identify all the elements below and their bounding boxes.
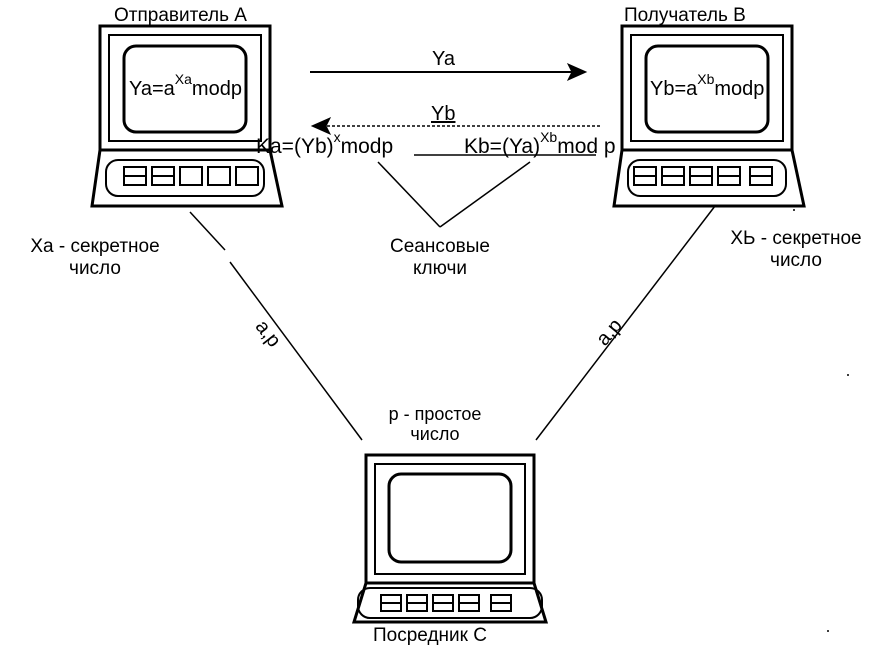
- sender-formula-tail: modp: [191, 78, 242, 100]
- receiver-secret-line1: ХЬ - секретное: [730, 228, 862, 249]
- ka-exp: x: [333, 129, 341, 145]
- session-keys-line2: ключи: [413, 258, 467, 279]
- receiver-formula-exp: Xb: [697, 71, 715, 87]
- sender-formula-base: Ya=a: [129, 78, 175, 100]
- scan-specks: [793, 209, 849, 632]
- sender-secret-line1: Ха - секретное: [30, 236, 160, 257]
- sender-keyboard-keys: [123, 166, 259, 186]
- mediator-title: Посредник С: [373, 625, 487, 646]
- kb-tail: mod p: [557, 135, 616, 158]
- ka-tail: modp: [340, 135, 394, 158]
- link-b-to-mediator: [535, 205, 716, 441]
- receiver-screen-formula: Yb=aXbmodp: [650, 71, 765, 102]
- receiver-computer: [612, 24, 806, 208]
- sender-secret-caption: Ха - секретное число: [20, 236, 170, 280]
- session-keys-caption: Сеансовые ключи: [380, 236, 500, 280]
- kb-formula: Kb=(Ya)Xbmod p: [464, 129, 616, 160]
- sender-formula-exp: Xa: [174, 71, 192, 87]
- sender-secret-line2: число: [69, 258, 121, 279]
- kb-base: Kb=(Ya): [464, 135, 541, 158]
- receiver-secret-caption: ХЬ - секретное число: [714, 228, 878, 272]
- arrow-yb-to-a: [310, 116, 600, 136]
- forward-arrow-label: Ya: [432, 48, 455, 70]
- prime-line1: р - простое: [388, 404, 482, 424]
- link-a-to-mediator: [189, 211, 363, 441]
- receiver-secret-line2: число: [770, 250, 822, 271]
- arrow-ya-to-b: [310, 62, 588, 82]
- sender-computer: [90, 24, 284, 208]
- kb-exp: Xb: [540, 129, 558, 145]
- ka-formula: Ka=(Yb)xmodp: [256, 129, 394, 160]
- session-keys-line1: Сеансовые: [390, 236, 490, 257]
- prime-caption: р - простое число: [375, 404, 495, 444]
- prime-line2: число: [410, 424, 460, 444]
- receiver-title: Получатель В: [624, 5, 746, 26]
- ka-base: Ka=(Yb): [256, 135, 334, 158]
- session-key-pointers: [377, 161, 531, 228]
- mediator-keyboard-keys: [380, 594, 512, 612]
- sender-screen-formula: Ya=aXamodp: [129, 71, 242, 102]
- sender-title: Отправитель А: [114, 5, 247, 26]
- mediator-computer: [351, 453, 549, 624]
- backward-arrow-label: Yb: [431, 103, 456, 125]
- receiver-formula-tail: modp: [714, 78, 765, 100]
- receiver-keyboard-keys: [633, 166, 773, 186]
- receiver-formula-base: Yb=a: [650, 78, 698, 100]
